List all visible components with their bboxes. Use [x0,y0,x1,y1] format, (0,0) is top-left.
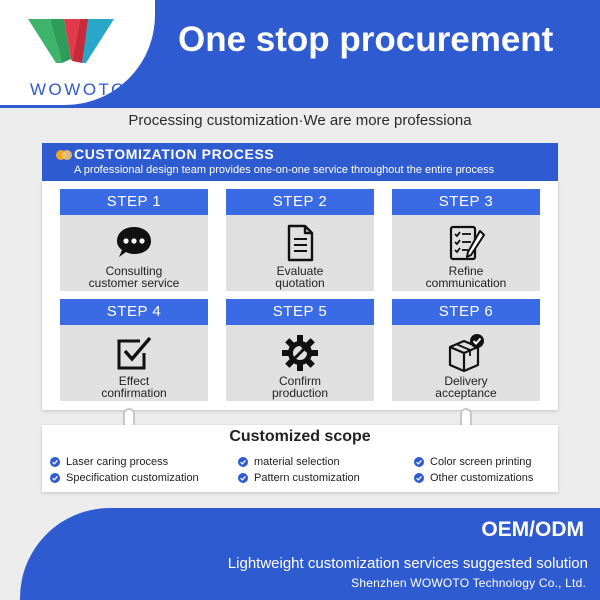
step-text-line2: acceptance [435,386,497,400]
step-text-line1: Delivery [444,374,488,388]
check-circle-icon [50,473,60,483]
step-text: Evaluate quotation [226,265,374,289]
step-label: STEP 2 [226,189,374,215]
step-card-2: STEP 2 Evaluate quotation [226,189,374,291]
step-text-line2: quotation [275,276,325,290]
step-label: STEP 3 [392,189,540,215]
brand-name: WOWOTO [30,80,127,99]
process-header: CUSTOMIZATION PROCESS A professional des… [42,143,558,181]
wowoto-logo-icon [28,19,114,63]
scope-item-label: Specification customization [66,472,199,484]
checklist-pen-icon [449,225,485,261]
step-text-line2: confirmation [101,386,167,400]
page-title: One stop procurement [178,20,554,59]
chat-bubble-icon [117,227,151,257]
footer-slogan: Lightweight customization services sugge… [227,555,588,572]
step-text-line2: production [271,386,329,400]
tagline: Processing customization·We are more pro… [128,112,472,129]
step-text-line2: customer service [88,276,180,290]
check-circle-icon [414,457,424,467]
check-circle-icon [238,457,248,467]
oem-odm-label: OEM/ODM [481,518,584,541]
scope-panel: Customized scope Laser caring process ma… [42,425,558,492]
step-card-3: STEP 3 Refine communication [392,189,540,291]
step-text-line1: Consulting [105,264,163,278]
step-text-line1: Evaluate [276,264,324,278]
step-text: Effect confirmation [60,375,208,399]
company-name: Shenzhen WOWOTO Technology Co., Ltd. [351,576,586,590]
package-check-icon [448,334,484,373]
process-subtitle: A professional design team provides one-… [74,164,495,176]
step-label: STEP 5 [226,299,374,325]
footer-band: OEM/ODM Lightweight customization servic… [0,508,600,600]
step-card-4: STEP 4 Effect confirmation [60,299,208,401]
step-text: Consulting customer service [60,265,208,289]
step-card-1: STEP 1 Consulting customer service [60,189,208,291]
scope-title: Customized scope [229,428,371,445]
step-label: STEP 1 [60,189,208,215]
process-title: CUSTOMIZATION PROCESS [74,146,275,162]
scope-item-label: Laser caring process [66,456,169,468]
step-text: Confirm production [226,375,374,399]
checkbox-icon [117,336,152,370]
steps-panel: STEP 1 Consulting customer service STEP … [42,181,558,410]
step-card-5: STEP 5 Confirm production [226,299,374,401]
step-text: Delivery acceptance [392,375,540,399]
step-text-line2: communication [425,276,507,290]
step-text-line1: Effect [118,374,150,388]
scope-item-label: material selection [254,456,340,468]
step-card-6: STEP 6 Delivery acceptance [392,299,540,401]
check-circle-icon [414,473,424,483]
check-circle-icon [50,457,60,467]
gear-wrench-icon [282,335,318,371]
scope-item-label: Pattern customization [254,472,360,484]
header-band: WOWOTO One stop procurement [0,0,600,108]
check-circle-icon [238,473,248,483]
document-icon [287,224,314,262]
scope-item-label: Color screen printing [430,456,532,468]
step-text: Refine communication [392,265,540,289]
step-label: STEP 4 [60,299,208,325]
scope-item-label: Other customizations [430,472,534,484]
footer-shape [20,508,600,600]
step-text-line1: Refine [448,264,484,278]
step-label: STEP 6 [392,299,540,325]
step-text-line1: Confirm [278,374,321,388]
dots-icon [56,150,72,160]
